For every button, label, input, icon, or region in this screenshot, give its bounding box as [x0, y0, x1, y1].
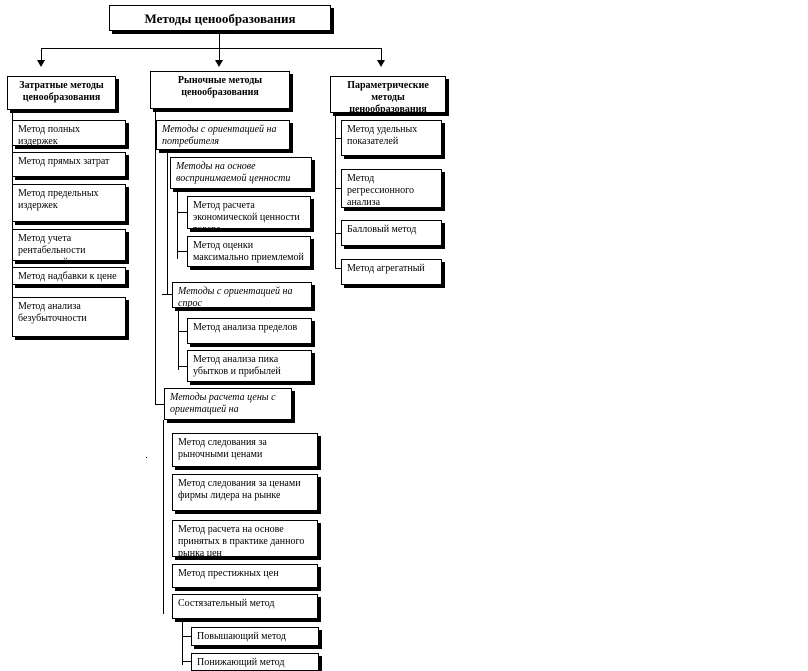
top-branch-line: [41, 48, 381, 49]
market-method-item: Метод расчета экономической ценности тов…: [187, 196, 311, 229]
parametric-method-item: Метод агрегатный: [341, 259, 442, 285]
perceived-value-spine: [177, 189, 178, 259]
arrow-down-icon: [377, 60, 385, 67]
competitive-spine: [182, 619, 183, 665]
market-method-item: Метод следования за рыночными ценами: [172, 433, 318, 467]
market-method-item: Метод расчета на основе принятых в практ…: [172, 520, 318, 557]
cost-method-item: Метод прямых затрат: [12, 152, 126, 177]
cost-method-item: Метод надбавки к цене: [12, 267, 126, 285]
market-method-subitem: Повышающий метод: [191, 627, 319, 646]
middle-branch-line: [219, 48, 220, 61]
parametric-method-item: Метод регрессионного анализа: [341, 169, 442, 208]
left-branch-line: [41, 48, 42, 61]
consumer-spine: [167, 150, 168, 295]
group-cost-methods: Затратные методы ценообразования: [7, 76, 116, 110]
group-parametric-methods: Параметрические методы ценообразования: [330, 76, 446, 113]
cost-method-item: Метод анализа безубыточности: [12, 297, 126, 337]
competitor-spine: [163, 420, 164, 614]
subgroup-perceived-value: Методы на основе воспринимаемой ценности…: [170, 157, 312, 189]
subgroup-demand-oriented: Методы с ориентацией на спрос: [172, 282, 312, 308]
right-branch-line: [381, 48, 382, 61]
market-method-item: Метод престижных цен: [172, 564, 318, 588]
parametric-method-item: Метод удельных показателей: [341, 120, 442, 156]
market-method-item: Состязательный метод: [172, 594, 318, 619]
group-market-methods: Рыночные методы ценообразования: [150, 71, 290, 109]
cost-method-item: Метод полных издержек: [12, 120, 126, 146]
demand-spine: [178, 308, 179, 370]
title-connector: [219, 31, 220, 48]
arrow-down-icon: [215, 60, 223, 67]
subgroup-consumer-oriented: Методы с ориентацией на потребителя: [156, 120, 290, 150]
arrow-down-icon: [37, 60, 45, 67]
market-method-subitem: Понижающий метод: [191, 653, 319, 671]
subgroup-competitor-oriented: Методы расчета цены с ориентацией на кон…: [164, 388, 292, 420]
stray-mark: [146, 457, 147, 458]
cost-method-item: Метод предельных издержек: [12, 184, 126, 222]
market-method-item: Метод анализа пика убытков и прибылей: [187, 350, 312, 382]
market-method-item: Метод оценки максимально приемлемой цены: [187, 236, 311, 267]
parametric-spine: [335, 113, 336, 268]
market-method-item: Метод следования за ценами фирмы лидера …: [172, 474, 318, 511]
parametric-method-item: Балловый метод: [341, 220, 442, 246]
diagram-title: Методы ценообразования: [109, 5, 331, 31]
market-methods-spine: [155, 109, 156, 405]
cost-method-item: Метод учета рентабельности инвестиций: [12, 229, 126, 261]
market-method-item: Метод анализа пределов: [187, 318, 312, 344]
